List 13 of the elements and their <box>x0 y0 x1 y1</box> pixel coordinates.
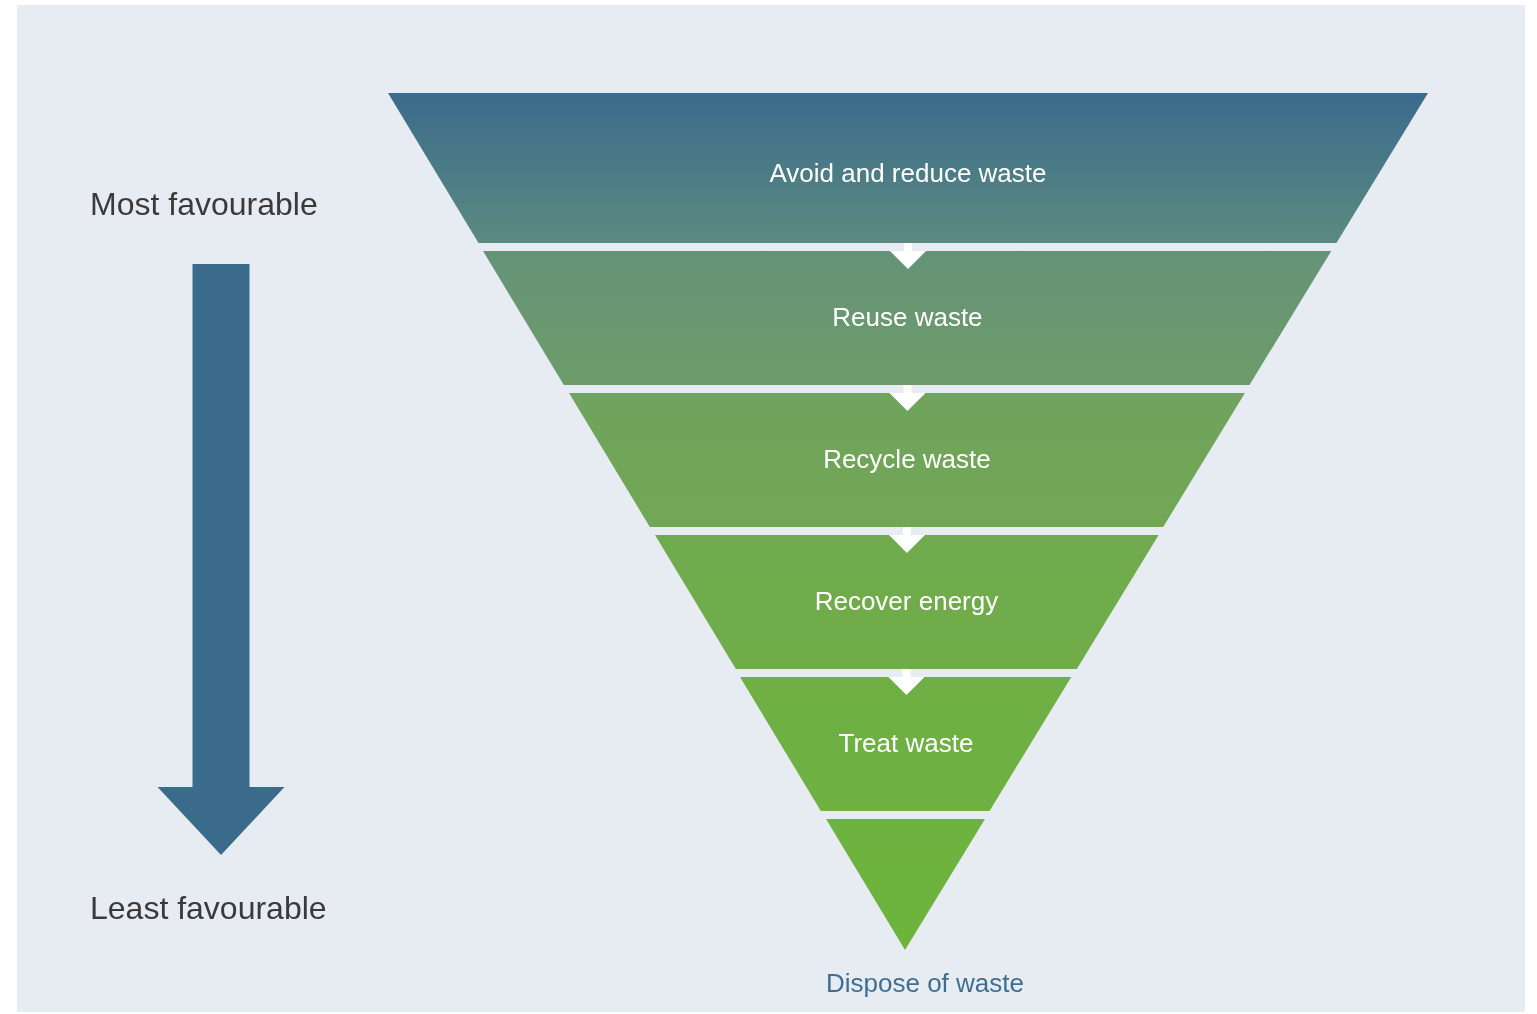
chevron-arrow <box>890 243 926 269</box>
tier-label: Treat waste <box>838 728 974 759</box>
tier-label: Reuse waste <box>832 302 983 333</box>
chevron-arrow <box>889 385 926 411</box>
scale-label: Least favourable <box>90 890 327 927</box>
chevron-arrow <box>888 669 925 695</box>
tier-label: Recycle waste <box>823 444 991 475</box>
tier-label: Avoid and reduce waste <box>769 158 1047 189</box>
tier-label: Dispose of waste <box>825 968 1024 999</box>
scale-label: Most favourable <box>90 186 318 223</box>
tier-label: Recover energy <box>814 586 999 617</box>
chevron-arrow <box>888 527 925 553</box>
block-arrow <box>157 264 285 855</box>
